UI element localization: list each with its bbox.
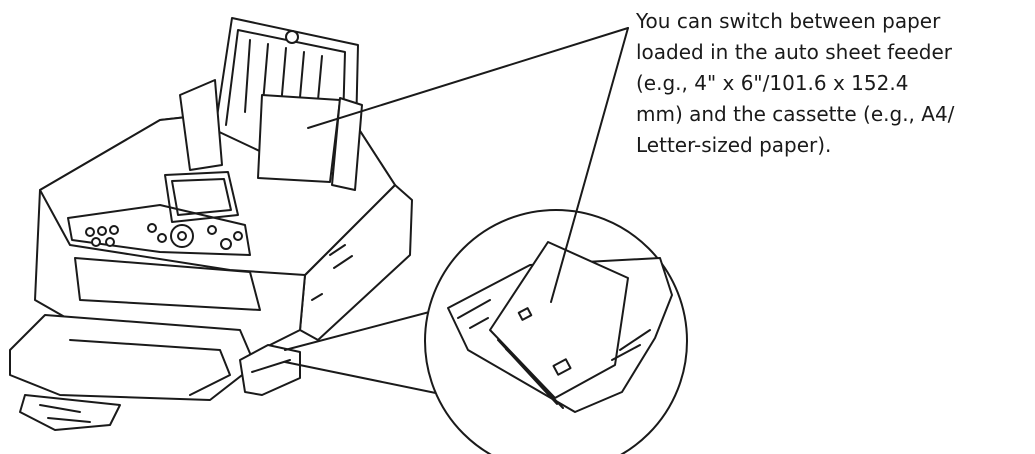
feeder-paper	[257, 94, 341, 183]
callout-line-feeder	[307, 27, 629, 129]
panel-button	[157, 233, 167, 243]
panel-button	[85, 227, 95, 237]
panel-buttons	[85, 223, 243, 250]
cassette-slot	[251, 359, 291, 373]
magnifier-line-lower	[284, 361, 461, 399]
feeder-side-guide	[331, 97, 363, 191]
cassette-latch	[517, 307, 533, 321]
operation-panel	[67, 204, 251, 256]
panel-button	[233, 231, 243, 241]
printer-drawing	[9, 17, 413, 431]
panel-button	[207, 225, 217, 235]
cassette-guide-rail	[457, 299, 651, 361]
cassette-detail	[424, 209, 688, 454]
callout-lines	[307, 27, 629, 303]
side-vent	[311, 244, 353, 301]
magnifier-line-upper	[284, 309, 438, 351]
cassette-latch	[552, 358, 572, 376]
lcd-screen-inner	[171, 178, 232, 216]
feeder-left-wing	[179, 79, 223, 171]
panel-button	[220, 238, 232, 250]
front-opening	[74, 257, 261, 311]
panel-button	[109, 225, 119, 235]
cassette-paper-stack	[489, 241, 629, 399]
callout-text: You can switch between paper loaded in t…	[636, 9, 955, 157]
navigation-dial-center	[177, 231, 187, 241]
cassette-paper-edges	[497, 339, 564, 409]
feeder-tab	[285, 30, 299, 44]
output-tray-tab	[39, 404, 91, 423]
panel-button	[105, 237, 115, 247]
output-tray-extension	[19, 394, 121, 431]
panel-button	[147, 223, 157, 233]
output-tray	[9, 314, 256, 401]
magnifier-connectors	[284, 309, 461, 399]
panel-button	[97, 226, 107, 236]
panel-button	[91, 237, 101, 247]
callout-line-cassette	[550, 27, 629, 303]
feeder-guide-lines	[244, 39, 323, 123]
output-tray-inner	[69, 339, 231, 396]
cassette-front	[239, 344, 301, 396]
